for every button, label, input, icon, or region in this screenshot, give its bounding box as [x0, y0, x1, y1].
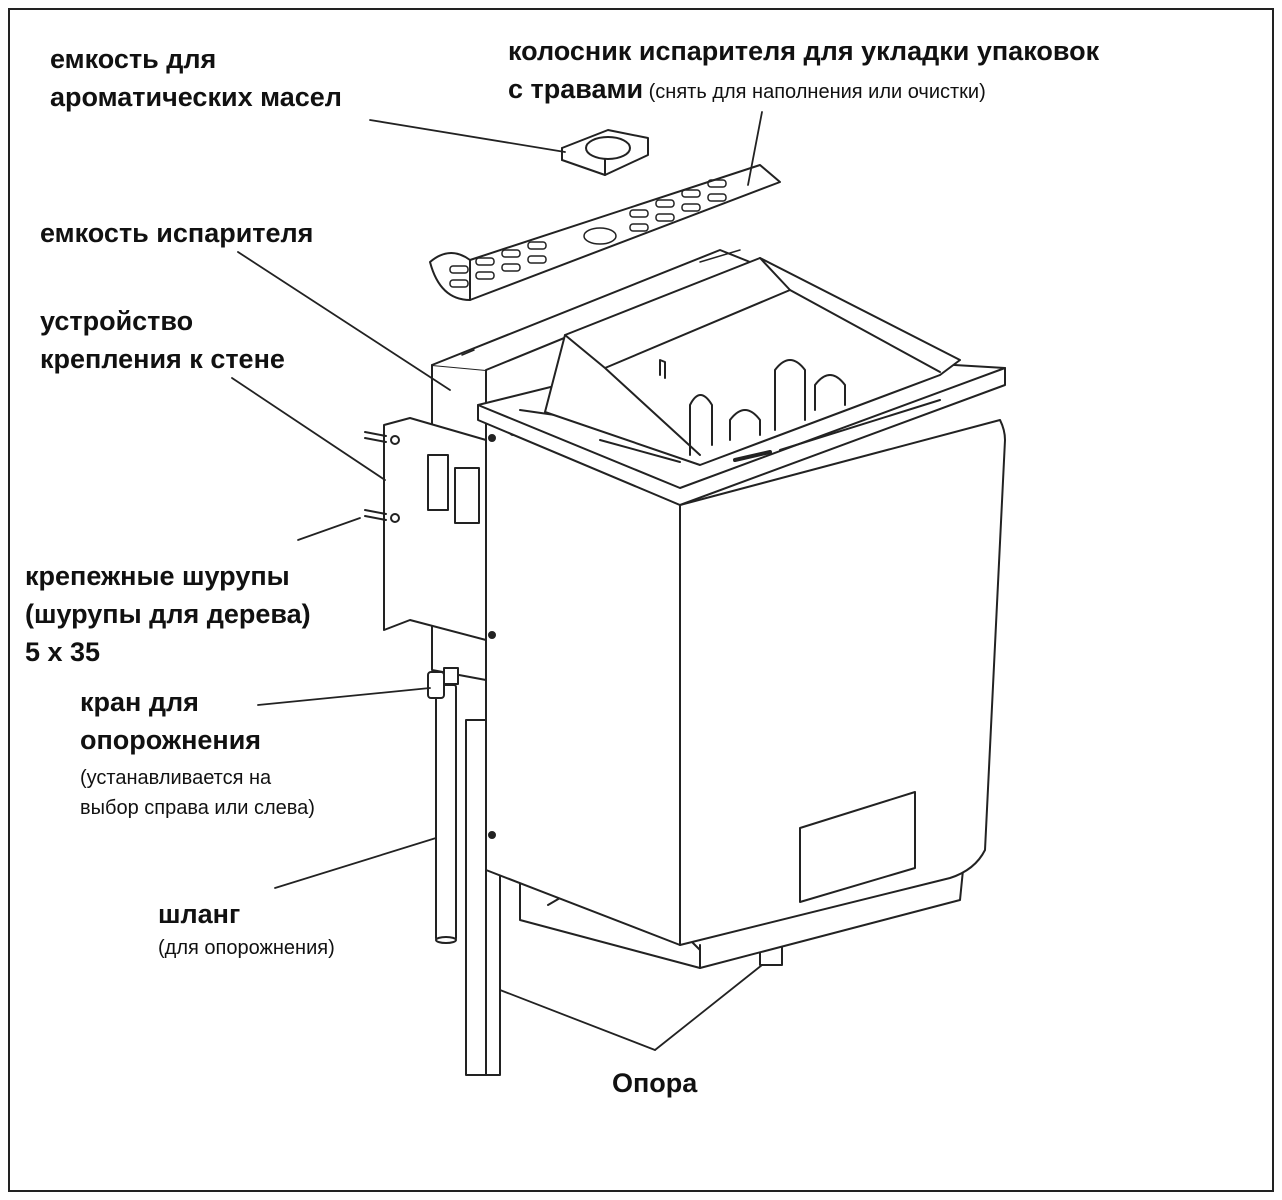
label-screws-line3: 5 x 35 [25, 637, 101, 667]
label-drain-valve-line1: кран для [80, 687, 199, 717]
label-drain-valve-note1: (устанавливается на [80, 767, 272, 789]
label-herb-grate-line2: с травами (снять для наполнения или очис… [508, 70, 986, 111]
stone-chamber [544, 257, 961, 466]
label-support: Опора [612, 1068, 698, 1098]
label-evaporator-tank: емкость испарителя [40, 218, 314, 248]
drain-valve [427, 667, 459, 699]
label-drain-valve-line2: опорожнения [80, 725, 262, 755]
label-herb-grate-bold: с травами [508, 74, 644, 104]
label-aroma-tank-line1: емкость для [50, 44, 217, 74]
herb-grate [429, 164, 781, 301]
label-hose-note: (для опорожнения) [158, 937, 335, 959]
label-herb-grate-line1: колосник испарителя для укладки упаковок [508, 36, 1100, 66]
leader-lines [231, 111, 763, 1051]
label-screws-line1: крепежные шурупы [25, 561, 290, 591]
label-hose: шланг [158, 899, 241, 929]
aroma-oil-cup [561, 129, 649, 176]
support-legs [465, 719, 783, 1076]
label-aroma-tank-line2: ароматических масел [50, 82, 342, 112]
label-herb-grate-note: (снять для наполнения или очистки) [643, 81, 986, 103]
label-drain-valve-note2: выбор справа или слева) [80, 797, 315, 819]
drain-hose [435, 684, 457, 944]
label-wall-mount-line1: устройство [40, 306, 194, 336]
heater-body [485, 419, 1006, 946]
label-screws-line2: (шурупы для дерева) [25, 599, 311, 629]
diagram-frame [8, 8, 1274, 1192]
wall-bracket [364, 417, 487, 641]
label-wall-mount-line2: крепления к стене [40, 344, 285, 374]
